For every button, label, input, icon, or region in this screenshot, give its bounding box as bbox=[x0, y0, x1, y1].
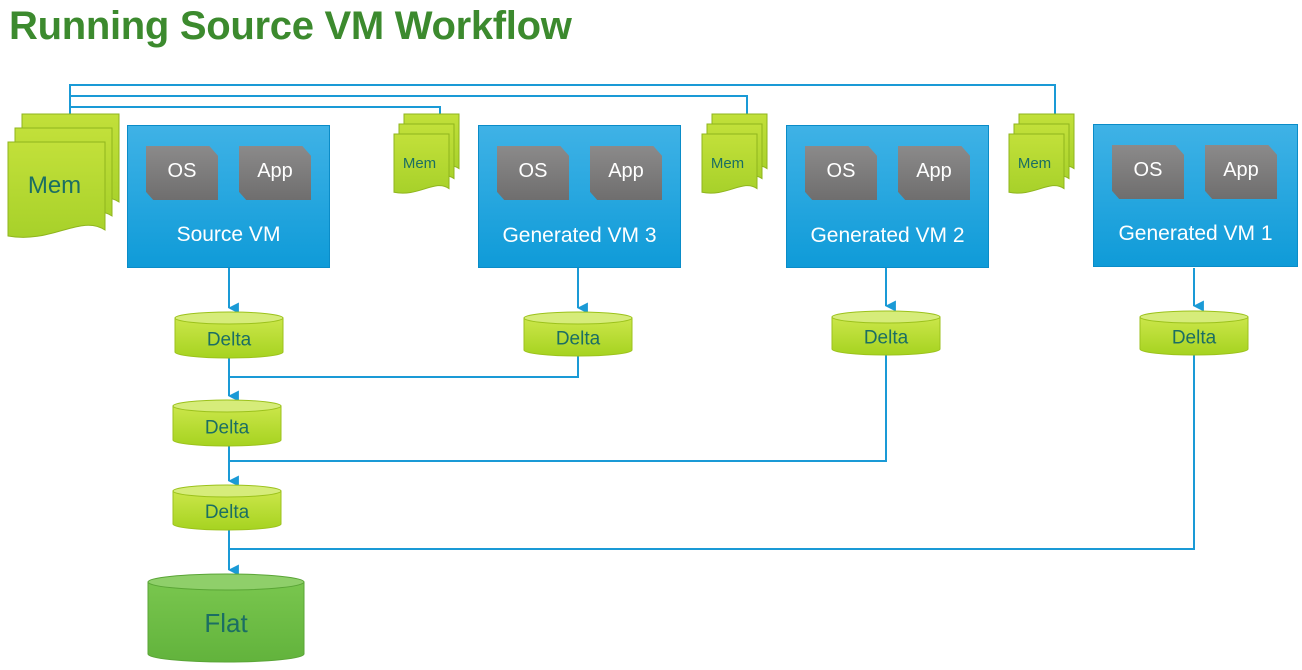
mem-page bbox=[1008, 133, 1065, 194]
mem-page bbox=[7, 141, 106, 238]
generated-vm-1-delta[interactable]: Delta bbox=[1139, 310, 1249, 356]
cylinder-top bbox=[172, 484, 282, 498]
chain-delta-2[interactable]: Delta bbox=[172, 399, 282, 447]
cylinder-label: Delta bbox=[864, 327, 909, 348]
app-label: App bbox=[1223, 158, 1259, 181]
cylinder-top bbox=[831, 310, 941, 324]
generated-vm-2-delta[interactable]: Delta bbox=[831, 310, 941, 356]
os-chip: OS bbox=[805, 146, 877, 200]
vm-label: Source VM bbox=[176, 223, 281, 246]
source-vm-box[interactable]: OS App Source VM bbox=[127, 125, 330, 268]
mem-label: Mem bbox=[28, 172, 81, 199]
generated-vm-3-delta[interactable]: Delta bbox=[523, 311, 633, 357]
cylinder-label: Delta bbox=[205, 417, 250, 438]
mem-page bbox=[393, 133, 450, 194]
cylinder-label: Delta bbox=[207, 329, 252, 350]
cylinder-body bbox=[172, 490, 282, 531]
os-label: OS bbox=[826, 159, 856, 182]
generated-vm-3-box[interactable]: OS App Generated VM 3 bbox=[478, 125, 681, 268]
cylinder-top bbox=[147, 573, 305, 591]
connector-vm1-delta-to-chain bbox=[229, 355, 1195, 550]
mem-label: Mem bbox=[1018, 155, 1051, 172]
connector-vm3-mem-to-source-mem bbox=[70, 106, 441, 127]
os-chip: OS bbox=[1112, 145, 1184, 199]
app-chip: App bbox=[1205, 145, 1277, 199]
cylinder-label: Delta bbox=[556, 328, 601, 349]
vm-label: Generated VM 2 bbox=[810, 224, 965, 247]
app-label: App bbox=[916, 159, 952, 182]
cylinder-label: Delta bbox=[205, 502, 250, 523]
app-label: App bbox=[608, 159, 644, 182]
source-vm-mem-stack[interactable]: Mem bbox=[7, 113, 120, 238]
cylinder-top bbox=[172, 399, 282, 413]
cylinder-body bbox=[174, 317, 284, 359]
source-vm-delta[interactable]: Delta bbox=[174, 311, 284, 359]
os-label: OS bbox=[1133, 158, 1163, 181]
generated-vm-1-box[interactable]: OS App Generated VM 1 bbox=[1093, 124, 1298, 267]
cylinder-top bbox=[174, 311, 284, 325]
generated-vm-2-box[interactable]: OS App Generated VM 2 bbox=[786, 125, 989, 268]
vm-label: Generated VM 1 bbox=[1118, 222, 1273, 245]
page-title: Running Source VM Workflow bbox=[9, 4, 572, 48]
cylinder-top bbox=[1139, 310, 1249, 324]
flat-disk[interactable]: Flat bbox=[147, 573, 305, 663]
generated-vm-1-mem-stack[interactable]: Mem bbox=[1008, 113, 1075, 194]
generated-vm-2-mem-stack[interactable]: Mem bbox=[701, 113, 768, 194]
os-chip: OS bbox=[497, 146, 569, 200]
cylinder-label: Flat bbox=[204, 608, 248, 638]
mem-page bbox=[701, 133, 758, 194]
cylinder-body bbox=[172, 405, 282, 447]
app-label: App bbox=[257, 159, 293, 182]
cylinder-body bbox=[147, 581, 305, 663]
connector-vm2-delta-to-chain bbox=[229, 355, 887, 462]
connector-vm1-mem-to-source-mem bbox=[68, 84, 1056, 127]
os-label: OS bbox=[518, 159, 548, 182]
generated-vm-3-mem-stack[interactable]: Mem bbox=[393, 113, 460, 194]
os-chip: OS bbox=[146, 146, 218, 200]
vm-label: Generated VM 3 bbox=[502, 224, 657, 247]
app-chip: App bbox=[590, 146, 662, 200]
app-chip: App bbox=[239, 146, 311, 200]
mem-label: Mem bbox=[403, 155, 436, 172]
cylinder-body bbox=[831, 316, 941, 356]
app-chip: App bbox=[898, 146, 970, 200]
cylinder-body bbox=[523, 317, 633, 357]
chain-delta-3[interactable]: Delta bbox=[172, 484, 282, 531]
cylinder-label: Delta bbox=[1172, 327, 1217, 348]
connector-vm3-delta-to-chain bbox=[229, 356, 579, 378]
cylinder-top bbox=[523, 311, 633, 325]
mem-label: Mem bbox=[711, 155, 744, 172]
os-label: OS bbox=[167, 159, 197, 182]
cylinder-body bbox=[1139, 316, 1249, 356]
